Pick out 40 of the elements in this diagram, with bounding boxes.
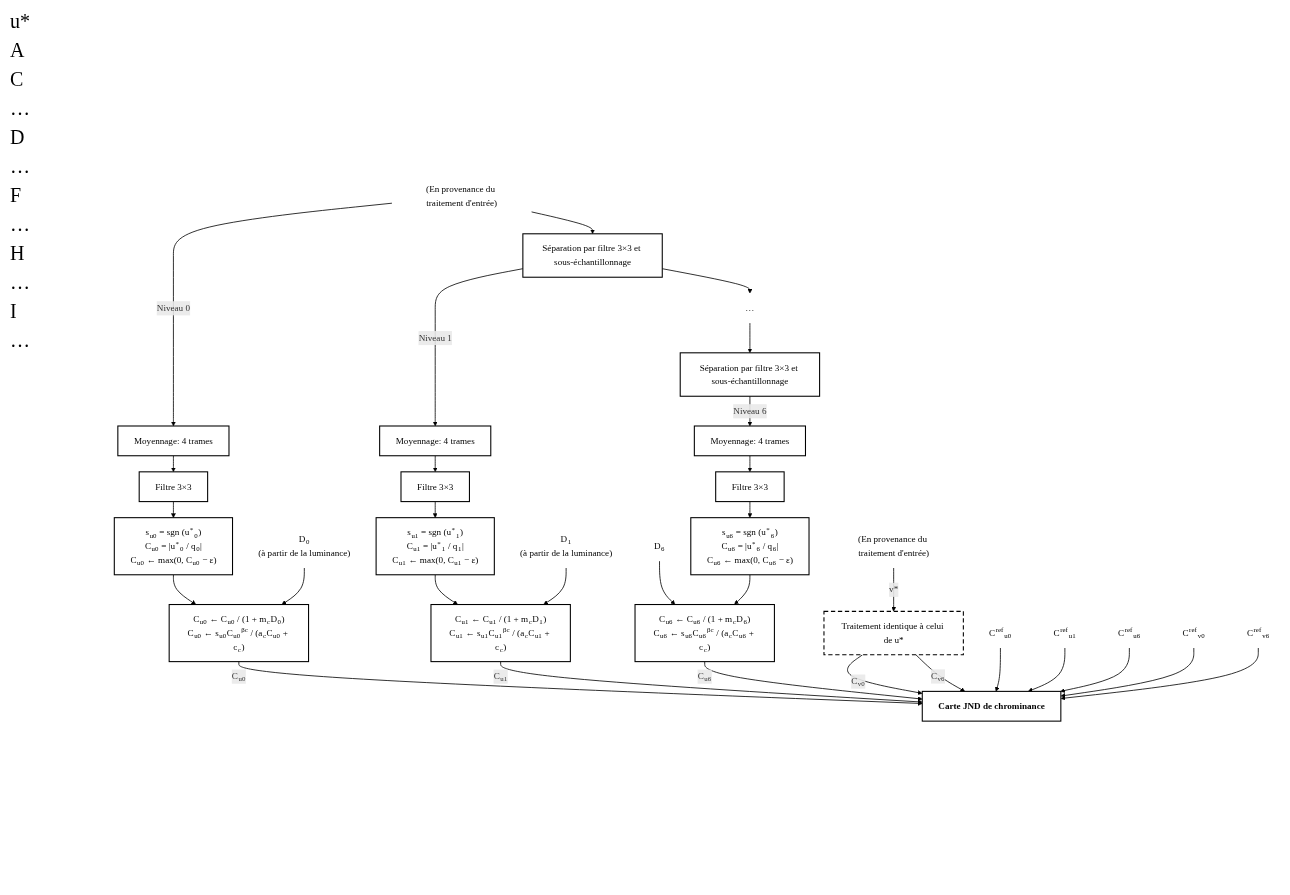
edge-label: Niveau 0 — [156, 302, 190, 313]
row-label: … — [10, 155, 31, 178]
row-label: C — [10, 68, 25, 91]
edge-label: C$_{u6}$ — [697, 671, 712, 684]
node-text: (En provenance du traitement d'entrée) — [858, 533, 930, 558]
edge-label: C$_{v0}$ — [851, 676, 865, 689]
node-text: (En provenance du traitement d'entrée) — [426, 183, 498, 208]
node-text: … — [745, 302, 755, 313]
row-label: A — [10, 39, 26, 62]
row-label: D — [10, 126, 26, 149]
node-box: Moyennage: 4 trames — [117, 425, 230, 457]
node-box: C$_{u0}$ ← C$_{u0}$ / (1 + m$_{c}$D$_{0}$) C$_{u0}$ ← s$_{u0}$C$_{u0}$$^{βc}$ / (a$_{c}$C$_{u0}$ + c$_{c}$) — [168, 603, 310, 662]
row-label: u* — [10, 10, 31, 33]
edge-label: Niveau 1 — [418, 332, 452, 343]
node-box: Séparation par filtre 3×3 et sous-échantillonnage — [522, 233, 663, 278]
node-box: C$_{u1}$ ← C$_{u1}$ / (1 + m$_{c}$D$_{1}$) C$_{u1}$ ← s$_{u1}$C$_{u1}$$^{βc}$ / (a$_{c}$C$_{u1}$ + c$_{c}$) — [430, 603, 571, 662]
node-text: D$_{0}$ (à partir de la luminance) — [258, 533, 351, 558]
node-box: Filtre 3×3 — [715, 471, 785, 502]
node-box: Moyennage: 4 trames — [379, 425, 492, 457]
node-box: Moyennage: 4 trames — [693, 425, 806, 457]
node-box: Filtre 3×3 — [400, 471, 470, 502]
node-box: Carte JND de chrominance — [921, 690, 1062, 722]
edge-label: v* — [889, 584, 899, 595]
row-label: … — [10, 97, 31, 120]
row-label: … — [10, 271, 31, 294]
row-label: … — [10, 329, 31, 352]
edge-label: C$_{v6}$ — [930, 670, 945, 683]
node-box: Séparation par filtre 3×3 et sous-échantillonnage — [679, 352, 821, 397]
row-label: … — [10, 213, 31, 236]
node-box: C$_{u6}$ ← C$_{u6}$ / (1 + m$_{c}$D$_{6}$) C$_{u6}$ ← s$_{u6}$C$_{u6}$$^{βc}$ / (a$_{c}$C$_{u6}$ + c$_{c}$) — [634, 603, 775, 662]
node-text: D$_{6}$ — [653, 540, 665, 553]
row-label: H — [10, 242, 26, 265]
node-box: Filtre 3×3 — [138, 471, 209, 502]
edge-label: C$_{u0}$ — [231, 671, 246, 684]
row-label: I — [10, 300, 18, 323]
node-box: Traitement identique à celui de u* — [823, 610, 964, 656]
edge-label: Niveau 6 — [733, 405, 767, 416]
node-text: D$_{1}$ (à partir de la luminance) — [520, 533, 613, 558]
row-label: F — [10, 184, 23, 207]
edge-label: C$_{u1}$ — [493, 671, 508, 684]
